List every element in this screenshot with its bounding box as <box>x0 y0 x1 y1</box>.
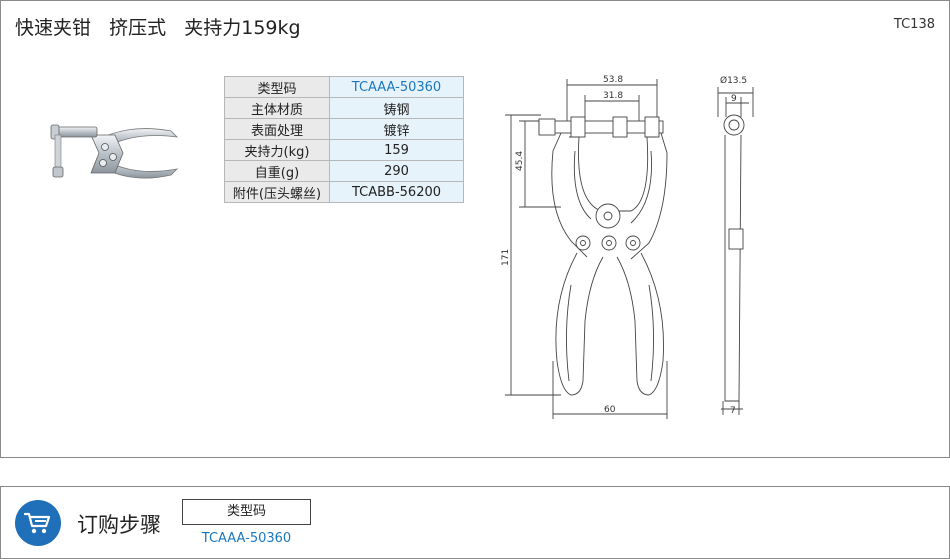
spec-label: 表面处理 <box>224 118 330 140</box>
spec-label: 夹持力(kg) <box>224 139 330 161</box>
spec-label: 主体材质 <box>224 97 330 119</box>
technical-drawing: 53.8 31.8 45.4 171 60 Ø13.5 9 7 <box>501 75 754 419</box>
cart-icon <box>15 500 61 546</box>
table-row: 表面处理 镀锌 <box>224 118 464 140</box>
dim-53-8-label: 53.8 <box>603 75 623 85</box>
table-row: 类型码 TCAAA-50360 <box>224 76 464 98</box>
dim-31-8-label: 31.8 <box>603 91 623 101</box>
spec-label: 附件(压头螺丝) <box>224 181 330 203</box>
spec-value: 镀锌 <box>329 118 464 140</box>
dim-60-label: 60 <box>604 405 616 415</box>
spec-table: 类型码 TCAAA-50360 主体材质 铸钢 表面处理 镀锌 夹持力(kg) … <box>224 76 464 203</box>
dim-7-label: 7 <box>730 406 736 416</box>
dim-171-label: 171 <box>501 249 511 266</box>
table-row: 主体材质 铸钢 <box>224 97 464 119</box>
table-row: 自重(g) 290 <box>224 160 464 182</box>
dim-9-label: 9 <box>731 94 737 104</box>
spec-value: TCABB-56200 <box>329 181 464 203</box>
product-code: TC138 <box>893 17 935 32</box>
spec-value: 290 <box>329 160 464 182</box>
page-title: 快速夹钳 挤压式 夹持力159kg <box>15 17 301 39</box>
dim-phi-label: Ø13.5 <box>720 75 747 86</box>
product-panel: 快速夹钳 挤压式 夹持力159kg TC138 类型码 TCAAA-50360 <box>0 0 950 458</box>
dim-45-4-label: 45.4 <box>515 151 525 171</box>
table-row: 附件(压头螺丝) TCABB-56200 <box>224 181 464 203</box>
type-code-value[interactable]: TCAAA-50360 <box>201 531 292 546</box>
spec-label: 自重(g) <box>224 160 330 182</box>
type-code-label: 类型码 <box>182 499 311 525</box>
table-row: 夹持力(kg) 159 <box>224 139 464 161</box>
product-photo <box>50 124 179 179</box>
spec-label: 类型码 <box>224 76 330 98</box>
order-steps-title: 订购步骤 <box>77 513 161 537</box>
spec-value-type-code[interactable]: TCAAA-50360 <box>329 76 464 98</box>
spec-value: 铸钢 <box>329 97 464 119</box>
spec-value: 159 <box>329 139 464 161</box>
order-steps-panel: 订购步骤 类型码 TCAAA-50360 <box>0 486 950 559</box>
